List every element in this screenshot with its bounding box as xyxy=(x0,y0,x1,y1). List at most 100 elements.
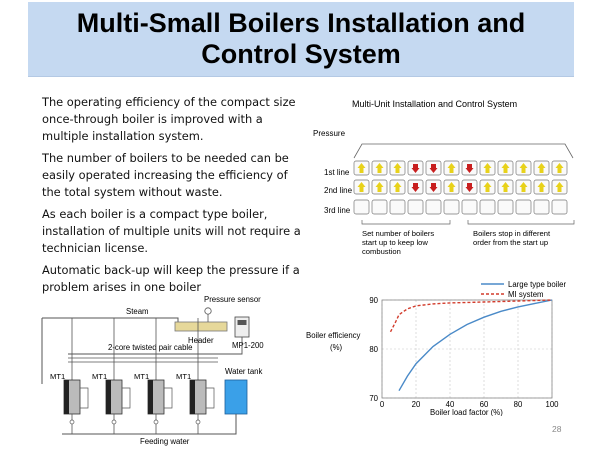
x-tick-label: 20 xyxy=(412,400,421,409)
bullet-item: Automatic back-up will keep the pressure… xyxy=(42,263,300,294)
x-tick-label: 40 xyxy=(446,400,455,409)
boiler-cell xyxy=(425,199,442,215)
up-arrow-icon xyxy=(393,163,402,173)
pressure-bracket xyxy=(353,143,574,159)
x-tick-label: 60 xyxy=(480,400,489,409)
feeding-water-label: Feeding water xyxy=(140,437,190,446)
boiler-cell xyxy=(533,199,550,215)
bullet-item: The operating efficiency of the compact … xyxy=(42,95,296,143)
slide-title-line-2: Control System xyxy=(201,39,401,69)
valve-icon xyxy=(153,419,159,425)
up-arrow-icon xyxy=(555,163,564,173)
y-tick-label: 90 xyxy=(369,296,378,305)
note-bracket-right xyxy=(467,220,575,225)
pressure-sensor-label: Pressure sensor xyxy=(204,295,261,304)
controller-label: MP1-200 xyxy=(232,341,264,350)
control-diagram-title: Multi-Unit Installation and Control Syst… xyxy=(352,99,518,109)
up-arrow-icon xyxy=(483,182,492,192)
boiler-cell xyxy=(353,199,370,215)
up-arrow-icon xyxy=(555,182,564,192)
up-arrow-icon xyxy=(375,182,384,192)
bullet-item: As each boiler is a compact type boiler,… xyxy=(42,207,301,255)
steam-pipe xyxy=(42,317,179,322)
y-axis-label-line-1: Boiler efficiency xyxy=(306,331,361,340)
series-line-large-type-boiler xyxy=(398,299,553,392)
steam-label: Steam xyxy=(126,307,149,316)
note-stop-line-1: Boilers stop in different xyxy=(473,229,551,238)
up-arrow-icon xyxy=(357,163,366,173)
up-arrow-icon xyxy=(393,182,402,192)
up-arrow-icon xyxy=(519,182,528,192)
water-tank-label: Water tank xyxy=(225,367,263,376)
row-label-2nd-line: 2nd line xyxy=(324,186,353,195)
boiler-cell xyxy=(515,199,532,215)
boiler-grid xyxy=(353,160,568,215)
plot-frame xyxy=(381,299,553,399)
up-arrow-icon xyxy=(519,163,528,173)
up-arrow-icon xyxy=(501,163,510,173)
slide-title: Multi-Small Boilers Installation and Con… xyxy=(28,8,574,70)
controller-cable xyxy=(68,337,243,355)
up-arrow-icon xyxy=(501,182,510,192)
boiler-cell xyxy=(479,199,496,215)
boiler-panel xyxy=(190,380,195,414)
down-arrow-icon xyxy=(429,183,438,192)
page-number: 28 xyxy=(552,424,562,434)
row-label-3rd-line: 3rd line xyxy=(324,206,351,215)
bullet-item: The number of boilers to be needed can b… xyxy=(42,151,289,199)
header-pipe xyxy=(174,321,228,332)
valve-icon xyxy=(69,419,75,425)
down-arrow-icon xyxy=(465,164,474,173)
boiler-panel xyxy=(148,380,153,414)
row-label-1st-line: 1st line xyxy=(324,168,350,177)
down-arrow-icon xyxy=(411,164,420,173)
up-arrow-icon xyxy=(483,163,492,173)
boiler-panel xyxy=(106,380,111,414)
slide-title-line-1: Multi-Small Boilers Installation and xyxy=(76,8,526,38)
boiler-cell xyxy=(443,199,460,215)
cable-label: 2-core twisted pair cable xyxy=(108,343,193,352)
series-line-mi-system xyxy=(389,299,553,333)
boiler-cell xyxy=(407,199,424,215)
valve-icon xyxy=(195,419,201,425)
boiler-pipe xyxy=(122,387,131,409)
down-arrow-icon xyxy=(429,164,438,173)
title-band: Multi-Small Boilers Installation and Con… xyxy=(28,2,574,77)
up-arrow-icon xyxy=(537,182,546,192)
legend-label: Large type boiler xyxy=(508,280,566,289)
boiler-cell xyxy=(389,199,406,215)
y-tick-label: 80 xyxy=(369,345,378,354)
boiler-pipe xyxy=(80,387,89,409)
x-axis-label: Boiler load factor (%) xyxy=(430,408,503,416)
note-bracket-left xyxy=(361,220,451,225)
note-start-line-3: combustion xyxy=(362,247,401,256)
boiler-label: MT1 xyxy=(134,372,149,381)
boiler-cell xyxy=(497,199,514,215)
boiler-panel xyxy=(64,380,69,414)
feed-pipe xyxy=(62,414,237,435)
down-arrow-icon xyxy=(465,183,474,192)
boiler-label: MT1 xyxy=(50,372,65,381)
note-stop-line-2: order from the start up xyxy=(473,238,548,247)
water-tank xyxy=(224,379,248,415)
note-start-line-1: Set number of boilers xyxy=(362,229,434,238)
header-label: Header xyxy=(188,336,214,345)
pressure-label: Pressure xyxy=(313,129,346,138)
control-diagram: Pressure 1st line 2nd line 3rd line Set … xyxy=(313,129,575,256)
x-tick-label: 80 xyxy=(514,400,523,409)
boiler-pipe xyxy=(206,387,215,409)
valve-icon xyxy=(111,419,117,425)
y-axis-label-line-2: (%) xyxy=(330,343,343,352)
bullet-list: The operating efficiency of the compact … xyxy=(42,94,308,301)
up-arrow-icon xyxy=(357,182,366,192)
legend-label: MI system xyxy=(508,290,544,299)
up-arrow-icon xyxy=(537,163,546,173)
controller-screen xyxy=(237,320,247,325)
boiler-pipe xyxy=(164,387,173,409)
x-tick-label: 0 xyxy=(380,400,385,409)
boiler-cell xyxy=(461,199,478,215)
